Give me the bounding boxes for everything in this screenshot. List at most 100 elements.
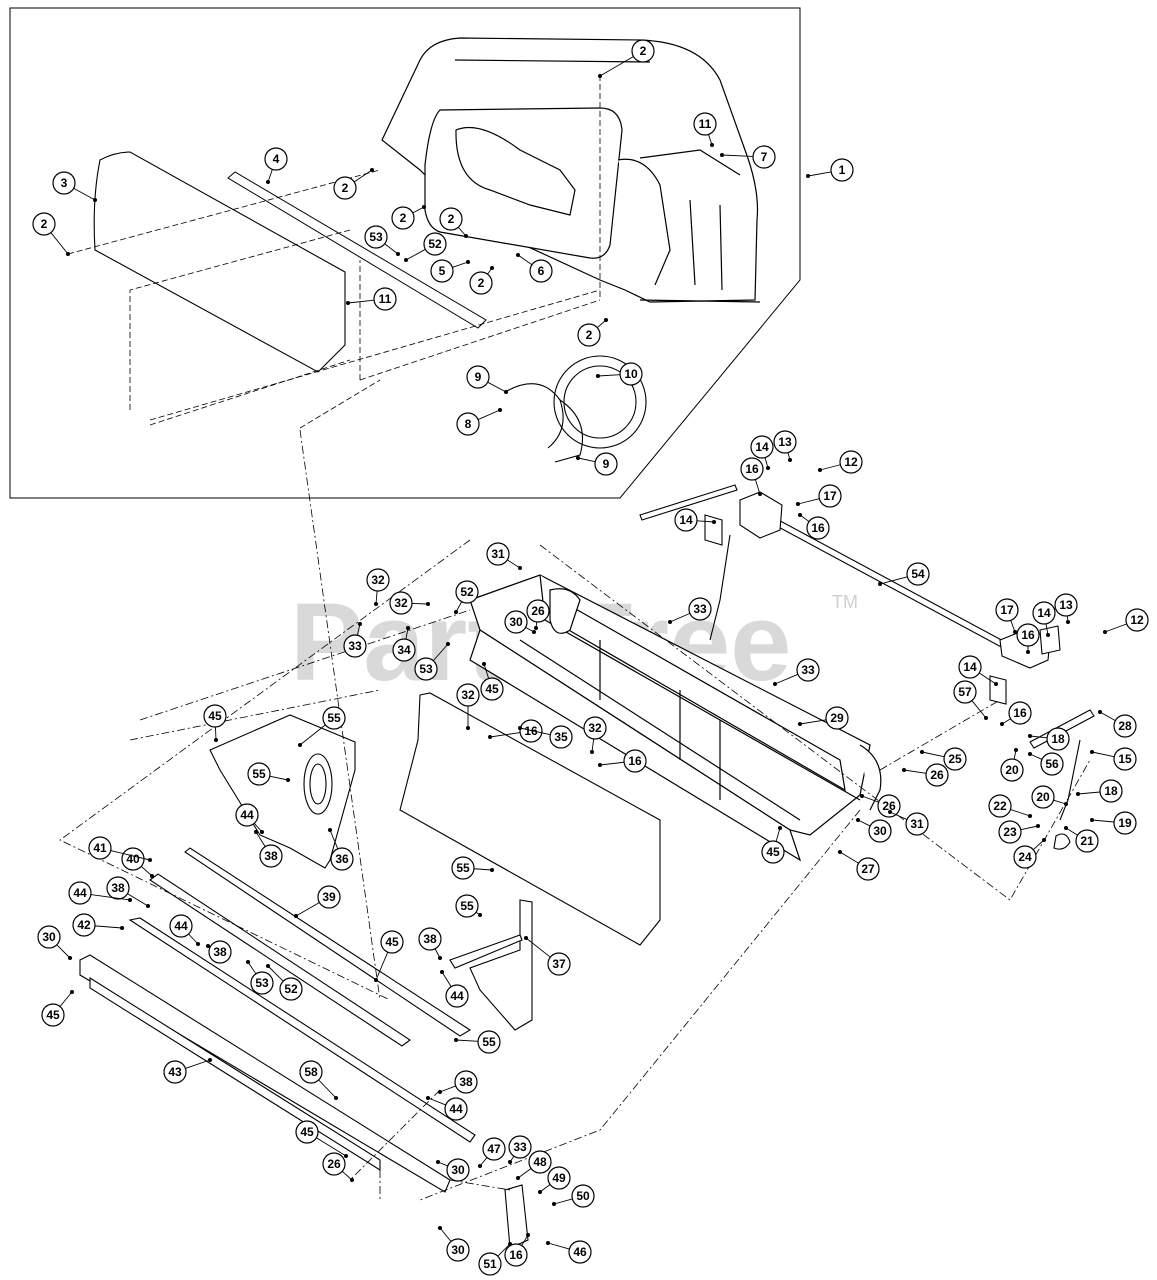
callout-leader-line [405, 248, 426, 261]
callout-circle [478, 1252, 502, 1276]
callout-leader-tip [454, 610, 458, 614]
callout-32: 32 [583, 716, 607, 754]
callout-circle [295, 1120, 319, 1144]
callout-38: 38 [106, 876, 150, 908]
callout-28: 28 [1098, 710, 1137, 738]
callout-leader-tip [1014, 748, 1018, 752]
callout-number: 26 [327, 1157, 341, 1171]
callout-circle [456, 412, 480, 436]
callout-circle [571, 1184, 595, 1208]
callout-leader-line [1010, 809, 1031, 817]
callout-leader-tip [598, 74, 602, 78]
callout-number: 16 [745, 462, 759, 476]
callout-leader-line [521, 1234, 529, 1246]
callout-number: 41 [93, 841, 107, 855]
callout-leader-line [591, 738, 595, 753]
callout-leader-tip [438, 956, 442, 960]
callout-number: 33 [513, 1140, 527, 1154]
callout-leader-tip [1028, 752, 1032, 756]
callout-leader-tip [246, 960, 250, 964]
callout-31: 31 [486, 542, 522, 570]
callout-circle [504, 610, 528, 634]
callout-number: 37 [552, 957, 566, 971]
callout-number: 16 [811, 521, 825, 535]
callout-circle [877, 794, 901, 818]
callout-leader-tip [798, 722, 802, 726]
callout-circle [925, 763, 949, 787]
callout-leader-line [477, 409, 501, 421]
callout-40: 40 [121, 847, 154, 878]
callout-5: 5 [430, 259, 470, 283]
support-strip [227, 171, 487, 329]
callout-56: 56 [1028, 752, 1064, 776]
callout-number: 2 [586, 328, 593, 342]
callout-number: 33 [693, 602, 707, 616]
callout-leader-tip [294, 914, 298, 918]
callout-number: 40 [126, 852, 140, 866]
callout-number: 4 [273, 152, 280, 166]
callout-leader-tip [70, 990, 74, 994]
inset-guide-lines [67, 75, 601, 429]
callout-leader-line [110, 850, 151, 861]
callout-number: 57 [958, 685, 972, 699]
callout-leader-line [599, 761, 625, 766]
callout-leader-tip [1000, 722, 1004, 726]
callout-circle [547, 952, 571, 976]
callout-leader-line [215, 726, 217, 741]
callout-circle [619, 362, 643, 386]
callout-leader-tip [576, 456, 580, 460]
callout-leader-tip [148, 858, 152, 862]
callout-52: 52 [404, 232, 447, 262]
callout-number: 2 [400, 211, 407, 225]
callout-number: 45 [385, 935, 399, 949]
callout-leader-tip [920, 750, 924, 754]
callout-number: 48 [533, 1155, 547, 1169]
callout-leader-tip [878, 582, 882, 586]
callout-13: 13 [1054, 593, 1078, 624]
callout-circle [486, 542, 510, 566]
callout-leader-line [1032, 839, 1045, 851]
callout-leader-line [1091, 819, 1115, 823]
callout-leader-tip [426, 602, 430, 606]
callout-3: 3 [52, 171, 97, 202]
callout-number: 16 [628, 754, 642, 768]
callout-leader-tip [806, 174, 810, 178]
callout-leader-tip [1064, 802, 1068, 806]
callout-leader-tip [538, 1190, 542, 1194]
callout-leader-tip [404, 258, 408, 262]
callout-circle [366, 568, 390, 592]
callout-leader-tip [128, 898, 132, 902]
callout-circle [380, 930, 404, 954]
callout-leader-line [819, 464, 841, 471]
callout-leader-tip [422, 205, 426, 209]
callout-leader-line [669, 612, 691, 623]
callout-number: 20 [1005, 763, 1019, 777]
callout-circle [906, 562, 930, 586]
callout-circle [235, 803, 259, 827]
callout-leader-line [329, 829, 339, 850]
callout-circle [1016, 623, 1040, 647]
callout-16: 16 [740, 457, 764, 496]
callout-leader-tip [1076, 792, 1080, 796]
callout-leader-line [597, 374, 621, 377]
callout-leader-line [507, 559, 521, 569]
callout-47: 47 [478, 1137, 506, 1168]
callout-leader-tip [150, 874, 154, 878]
callout-leader-line [375, 590, 378, 605]
callout-leader-tip [478, 1164, 482, 1168]
callout-number: 32 [394, 596, 408, 610]
callout-number: 31 [491, 547, 505, 561]
callout-13: 13 [773, 430, 797, 462]
callout-number: 25 [948, 752, 962, 766]
callout-leader-line [267, 965, 284, 982]
callout-circle [818, 484, 842, 508]
callout-circle [761, 840, 785, 864]
callout-14: 14 [1032, 601, 1056, 637]
callout-leader-line [295, 902, 320, 917]
callout-number: 38 [423, 932, 437, 946]
callout-leader-line [412, 206, 425, 214]
callout-leader-tip [374, 978, 378, 982]
callout-leader-line [696, 520, 715, 523]
callout-38: 38 [206, 940, 232, 964]
callout-circle [796, 658, 820, 682]
